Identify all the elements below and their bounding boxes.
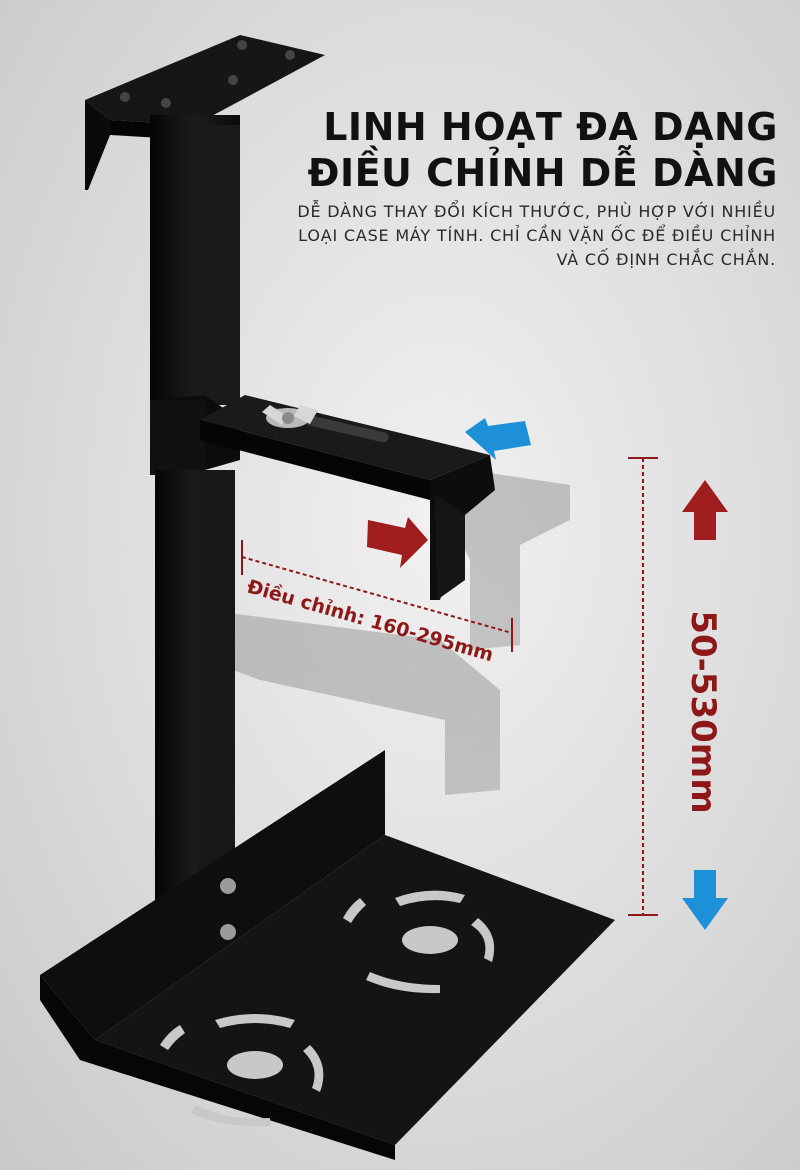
base-tray [40,750,615,1160]
ghost-bracket-lower [205,610,500,795]
description-line-2: LOẠI CASE MÁY TÍNH. CHỈ CẦN VẶN ỐC ĐỂ ĐI… [298,226,776,245]
arrow-up-icon [682,480,728,540]
side-bracket [200,395,495,600]
headline-line-2: ĐIỀU CHỈNH DỄ DÀNG [307,151,778,195]
arrow-right-icon [367,517,428,568]
description-line-1: DỄ DÀNG THAY ĐỔI KÍCH THƯỚC, PHÙ HỢP VỚI… [297,202,776,221]
height-label: 50-530mm [683,610,723,814]
width-dimension-line [241,540,513,652]
wing-nut-icon [262,405,318,428]
headline: LINH HOẠT ĐA DẠNG ĐIỀU CHỈNH DỄ DÀNG [308,104,778,196]
description-line-3: VÀ CỐ ĐỊNH CHẮC CHẮN. [556,250,776,269]
height-dimension-line [628,457,658,916]
arrow-left-icon [465,418,531,460]
ghost-bracket-upper [450,470,570,650]
headline-line-1: LINH HOẠT ĐA DẠNG [323,105,778,149]
description: DỄ DÀNG THAY ĐỔI KÍCH THƯỚC, PHÙ HỢP VỚI… [236,200,776,272]
arrow-down-icon [682,870,728,930]
